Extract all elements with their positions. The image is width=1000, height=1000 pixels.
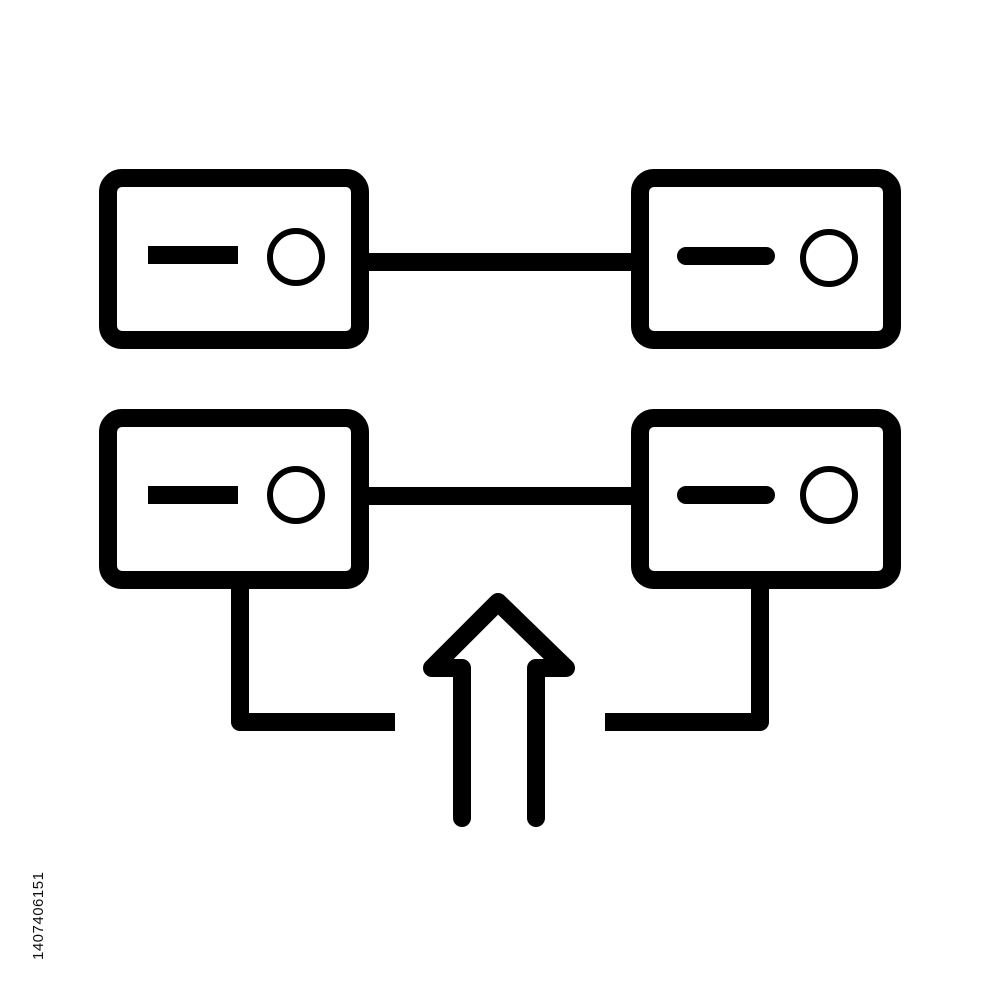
upload-arrow-icon (423, 593, 575, 827)
server-unit-bottom-right (631, 409, 901, 589)
server-unit-top-left (99, 169, 369, 349)
connection-line-right-bracket (605, 589, 769, 731)
connection-line-left-bracket (231, 589, 395, 731)
stock-image-id: 1407406151 (30, 871, 47, 960)
server-unit-top-right (631, 169, 901, 349)
server-unit-bottom-left (99, 409, 369, 589)
